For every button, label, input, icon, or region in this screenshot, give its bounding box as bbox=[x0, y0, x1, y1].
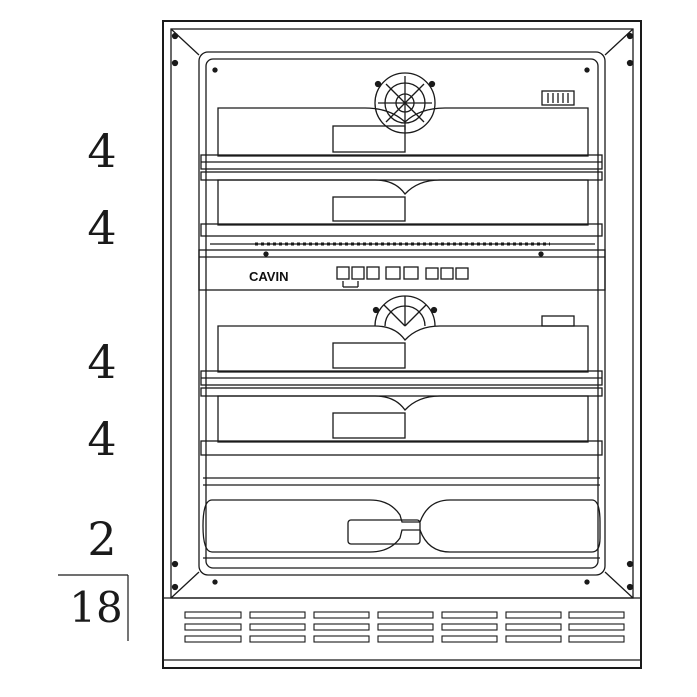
upper-light-module bbox=[541, 90, 575, 106]
shelf-4 bbox=[200, 387, 603, 456]
control-panel bbox=[198, 242, 606, 291]
shelf-3 bbox=[200, 325, 603, 386]
total-capacity: 18 bbox=[69, 583, 123, 632]
vent-grille bbox=[184, 611, 625, 643]
shelf-2 bbox=[200, 171, 603, 237]
shelf-4-capacity: 4 bbox=[87, 412, 117, 466]
brand-logo: CAVIN bbox=[249, 269, 288, 284]
shelf-1-capacity: 4 bbox=[87, 124, 117, 178]
lower-light-module bbox=[541, 315, 575, 327]
floor-bottles bbox=[202, 477, 601, 559]
shelf-2-capacity: 4 bbox=[87, 201, 117, 255]
shelf-3-capacity: 4 bbox=[87, 335, 117, 389]
floor-capacity: 2 bbox=[87, 512, 117, 566]
lower-fan-icon bbox=[372, 295, 438, 327]
shelf-1 bbox=[200, 107, 603, 170]
upper-fan-icon bbox=[374, 72, 436, 134]
cabinet-frame bbox=[162, 20, 642, 669]
